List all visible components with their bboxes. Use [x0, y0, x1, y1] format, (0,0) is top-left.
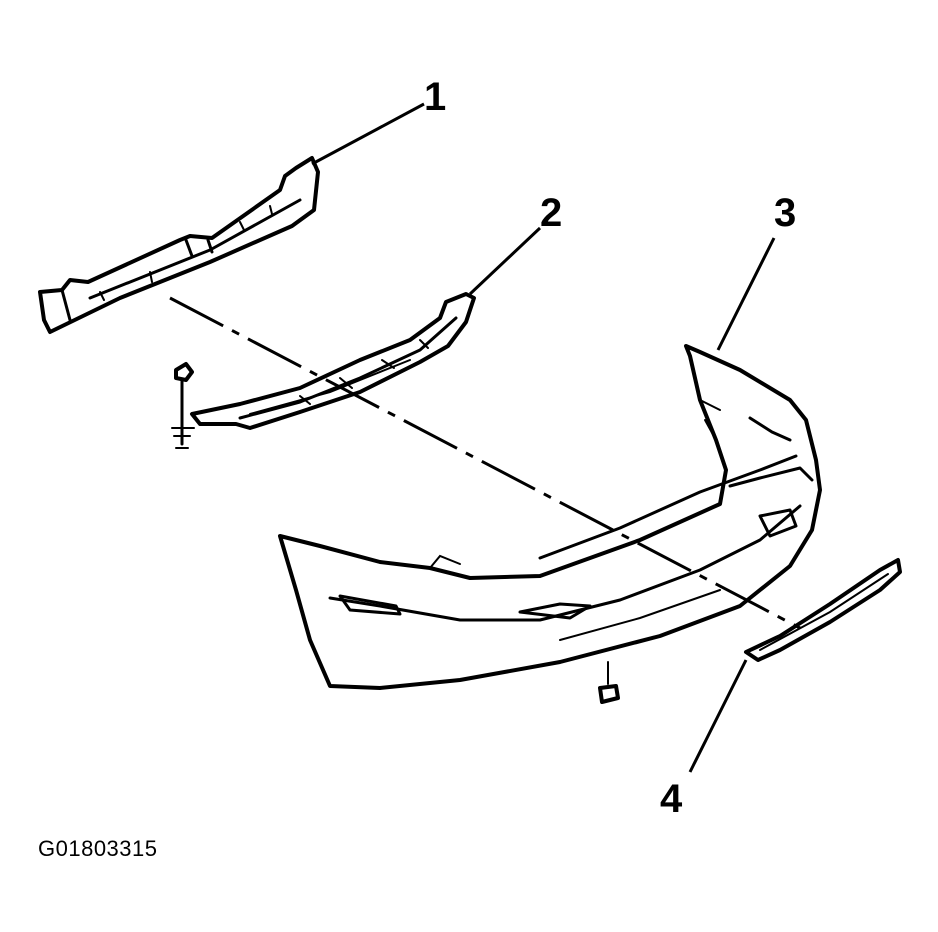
callout-3: 3 — [774, 191, 796, 235]
part-1-energy-absorber — [38, 156, 320, 334]
leader-line-4 — [688, 659, 748, 773]
assembly-centerline — [169, 296, 801, 630]
fastener-push-pin — [171, 362, 195, 449]
leader-line-1 — [311, 102, 425, 166]
callout-4: 4 — [660, 777, 683, 821]
callout-2: 2 — [540, 191, 562, 235]
leader-line-3 — [716, 237, 776, 351]
part-3-bumper-fascia — [278, 344, 822, 690]
part-2-guide-bracket — [190, 292, 476, 430]
callout-1: 1 — [424, 75, 446, 119]
leader-line-2 — [468, 226, 542, 296]
figure-id-label: G01803315 — [38, 836, 158, 861]
part-4-molding-strip — [744, 558, 902, 662]
fastener-screw — [598, 661, 620, 704]
